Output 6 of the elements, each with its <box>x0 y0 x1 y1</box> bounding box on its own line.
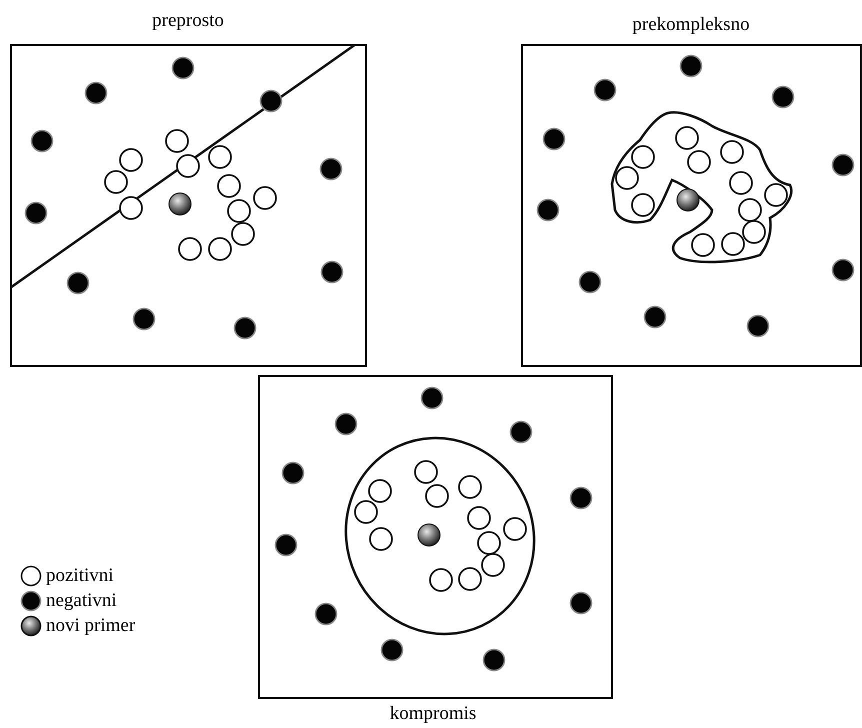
panel-title: preprosto <box>152 10 224 32</box>
legend-label: novi primer <box>46 615 136 637</box>
legend-label: negativni <box>46 590 117 612</box>
panel-title: kompromis <box>390 703 476 725</box>
panel-title: prekompleksno <box>632 14 750 36</box>
legend-label: pozitivni <box>46 565 114 587</box>
